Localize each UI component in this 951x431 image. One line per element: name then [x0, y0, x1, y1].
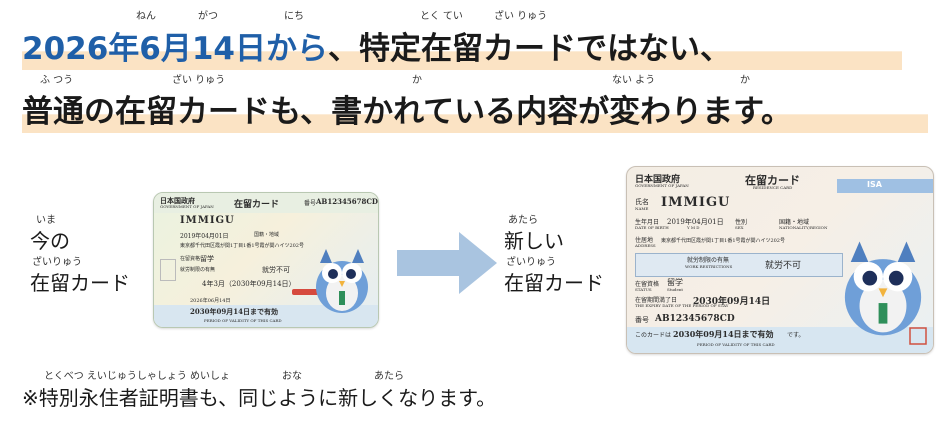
old-card-number-label: 番号	[304, 200, 317, 207]
ruby-futsuu: ふ つう	[40, 75, 74, 86]
new-card-label-line-1: 新しい	[504, 229, 564, 253]
ruby-tokutei: とく てい	[420, 11, 463, 22]
headline-date: 2026年6月14日から	[22, 31, 328, 67]
new-card-status: 留学	[667, 278, 683, 287]
old-card-status-label: 在留資格	[180, 256, 201, 262]
ruby-zairyuu-old: ざいりゅう	[32, 257, 82, 268]
new-card-title: 在留カード	[745, 174, 800, 187]
new-card-address-label: 住居地	[635, 237, 654, 244]
new-card-birth-label-en: DATE OF BIRTH	[635, 225, 669, 230]
new-card-number-label: 番号	[635, 316, 649, 324]
seal-stamp-icon	[909, 327, 927, 345]
headline-line-2: 普通の在留カードも、書かれている内容が変わります。	[22, 91, 928, 133]
old-card-gov-en: GOVERNMENT OF JAPAN	[160, 204, 214, 209]
ruby-ima: いま	[36, 215, 56, 226]
old-card-status: 留学	[200, 255, 214, 263]
new-card-ymd: Y M D	[687, 225, 700, 230]
new-card-number: AB12345678CD	[655, 314, 735, 324]
old-card-period: 4年3月（2030年09月14日）	[202, 280, 296, 288]
ruby-ka: か	[412, 75, 422, 86]
new-card-title-en: RESIDENCE CARD	[753, 185, 793, 190]
new-card-work-label: 就労制限の有無	[687, 257, 730, 264]
footnote: ※特別永住者証明書も、同じように新しくなります。	[22, 386, 497, 410]
new-card-expiry: 2030年09月14日	[693, 297, 771, 307]
new-card-name-label-en: NAME	[635, 206, 649, 211]
ruby-footnote-tokubetsu: とくべつ えいじゅうしゃしょう めいしょ	[44, 371, 231, 382]
old-card-expiry: 2030年09月14日まで有効	[190, 307, 278, 316]
ruby-gatsu: がつ	[198, 11, 218, 22]
new-card-nationality-label: 国籍・地域	[779, 219, 810, 226]
new-card-expiry-label-en: THE EXPIRY DATE OF THE PERIOD OF STAY	[635, 303, 729, 308]
old-card-footer-en: PERIOD OF VALIDITY OF THIS CARD	[204, 318, 282, 323]
old-card-birth: 2019年04月01日	[180, 233, 229, 240]
old-card-name: IMMIGU	[180, 215, 235, 226]
headline-line-2-text: 普通の在留カードも、書かれている内容が変わります。	[22, 94, 793, 130]
old-card-permit-date: 2026年06月14日	[190, 298, 231, 304]
ruby-zairyuu-new: ざいりゅう	[506, 257, 556, 268]
ruby-nichi: にち	[284, 11, 304, 22]
new-card-expiry-label: 在留期間満了日	[635, 297, 678, 304]
headline-line-1-rest: 、特定在留カードではない、	[328, 31, 731, 67]
ruby-footnote-atara: あたら	[374, 371, 404, 382]
new-card-name-label: 氏名	[635, 198, 649, 206]
new-card-name: IMMIGU	[661, 195, 731, 210]
new-card-work-box	[635, 253, 843, 277]
old-card-title: 在留カード	[234, 200, 280, 210]
ruby-zairyuu-1: ざい りゅう	[494, 11, 548, 22]
old-residence-card: 日本国政府 GOVERNMENT OF JAPAN 在留カード 番号 AB123…	[153, 192, 379, 328]
old-card-moj-badge	[292, 289, 322, 295]
old-card-label-line-1: 今の	[30, 229, 70, 253]
new-card-valid-suffix: です。	[787, 332, 805, 339]
new-card-address-label-en: ADDRESS	[635, 243, 656, 248]
new-card-address: 東京都千代田区霞が関1丁目1番1号霞が関ハイツ202号	[661, 238, 785, 244]
new-card-valid: 2030年09月14日まで有効	[673, 329, 774, 339]
old-card-work-label: 就労制限の有無	[180, 267, 216, 273]
new-card-birth-label: 生年月日	[635, 219, 660, 226]
ruby-zairyuu-2: ざい りゅう	[172, 75, 226, 86]
new-card-footer-en: PERIOD OF VALIDITY OF THIS CARD	[697, 342, 775, 347]
new-card-sex-label: 性別	[735, 219, 748, 226]
old-card-gov: 日本国政府	[160, 196, 195, 205]
old-card-footer-band	[154, 305, 378, 327]
owl-mascot-icon	[316, 249, 368, 313]
new-card-label-line-2: 在留カード	[504, 271, 604, 295]
old-card-number: AB12345678CD	[316, 197, 378, 206]
new-residence-card: 日本国政府 GOVERNMENT OF JAPAN 在留カード RESIDENC…	[626, 166, 934, 354]
new-card-birth: 2019年04月01日	[667, 218, 724, 226]
new-card-status-label-en: STATUS	[635, 287, 652, 292]
new-card-work: 就労不可	[765, 261, 802, 271]
new-card-gov-en: GOVERNMENT OF JAPAN	[635, 183, 689, 188]
ruby-atarashii: あたら	[508, 215, 538, 226]
new-card-sex-label-en: SEX	[735, 225, 744, 230]
ruby-nen: ねん	[136, 11, 156, 22]
old-card-work: 就労不可	[262, 266, 290, 274]
right-arrow-icon	[397, 232, 497, 294]
owl-mascot-icon	[844, 241, 922, 336]
new-card-nationality-label-en: NATIONALITY/REGION	[779, 225, 828, 230]
new-card-gov: 日本国政府	[635, 175, 681, 185]
headline-line-1: 2026年6月14日から、特定在留カードではない、	[22, 28, 902, 70]
old-card-address: 東京都千代田区霞が関1丁目1番1号霞が関ハイツ202号	[180, 243, 304, 249]
old-card-header-band	[154, 193, 378, 213]
ruby-ka-2: か	[740, 75, 750, 86]
new-card-valid-prefix: このカードは	[635, 332, 672, 339]
old-card-nationality-label: 国籍・地域	[254, 232, 280, 238]
ruby-footnote-onaji: おな	[282, 371, 302, 382]
old-card-photo-frame-icon	[160, 259, 176, 281]
ruby-naiyou: ない よう	[612, 75, 656, 86]
new-card-isa-band	[837, 179, 933, 193]
new-card-status-label: 在留資格	[635, 281, 660, 288]
new-card-status-en: Student	[667, 287, 684, 292]
new-card-isa: ISA	[867, 180, 882, 189]
new-card-work-label-en: WORK RESTRICTIONS	[685, 264, 733, 269]
old-card-label-line-2: 在留カード	[30, 271, 130, 295]
